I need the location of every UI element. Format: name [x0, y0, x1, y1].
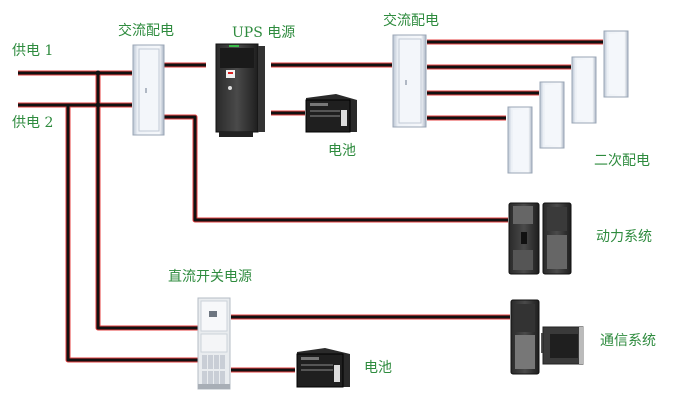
label-ac-distribution-secondary: 交流配电 — [383, 13, 439, 29]
ups-unit — [215, 43, 265, 137]
dc-switch-power-cabinet — [197, 297, 231, 390]
secondary-cabinet-1 — [603, 30, 629, 98]
secondary-distribution-cabinets — [507, 30, 629, 174]
dc-battery — [296, 348, 350, 388]
power-system-racks — [508, 202, 572, 275]
communication-system-equipment — [510, 299, 584, 375]
label-dc-battery: 电池 — [364, 360, 392, 376]
label-secondary-distribution: 二次配电 — [594, 153, 650, 169]
label-feed-2: 供电 2 — [12, 115, 54, 131]
secondary-cabinet-4 — [507, 106, 533, 174]
label-ups: UPS 电源 — [232, 25, 296, 41]
wires — [18, 39, 603, 373]
ups-battery — [305, 94, 357, 133]
label-ups-battery: 电池 — [328, 143, 356, 159]
secondary-cabinet-2 — [571, 56, 597, 124]
ac-distribution-cabinet-secondary — [392, 34, 427, 128]
secondary-cabinet-3 — [539, 81, 565, 149]
label-power-system: 动力系统 — [596, 229, 652, 245]
label-dc-switch-power: 直流开关电源 — [168, 269, 252, 285]
label-communication-system: 通信系统 — [600, 333, 656, 349]
wire-bus2-down — [65, 105, 198, 363]
label-ac-distribution-main: 交流配电 — [118, 23, 174, 39]
ac-distribution-cabinet-main — [132, 44, 165, 136]
label-feed-1: 供电 1 — [12, 43, 54, 59]
